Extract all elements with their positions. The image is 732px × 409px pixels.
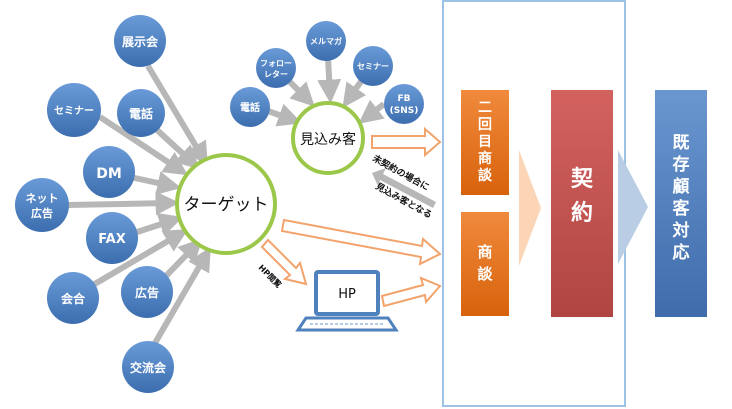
prospect-circle <box>291 101 365 175</box>
existing-char-4: 客 <box>672 198 691 219</box>
second-meeting-char-5: 談 <box>478 167 493 184</box>
node-dm-label: DM <box>96 166 122 182</box>
arrow-followers <box>287 79 315 107</box>
existing-char-2: 存 <box>673 154 690 175</box>
target-circle <box>175 153 277 255</box>
arrow-fax <box>133 213 184 236</box>
node-followers-label-1: フォロー <box>260 59 292 68</box>
node-net-ad <box>15 178 69 232</box>
source-nodes: 展示会 セミナー 電話 DM ネット 広告 FAX 会合 広告 交流会 <box>15 15 174 393</box>
second-meeting-char-3: 目 <box>478 134 492 150</box>
existing-char-5: 対 <box>672 220 690 241</box>
second-meeting-char-4: 商 <box>478 150 492 167</box>
arrow-net-ad <box>67 191 180 216</box>
arrow-mailmag <box>317 57 342 104</box>
arrow-meeting <box>91 229 189 288</box>
arrow-fb <box>358 99 386 124</box>
arrow-phone <box>154 127 201 170</box>
feedback-arrow <box>372 168 436 208</box>
node-phone <box>117 89 165 137</box>
second-meeting-label: 二 回 目 商 談 <box>478 100 493 184</box>
contract-char-1: 契 <box>570 167 594 192</box>
node-mailmag-label: メルマガ <box>310 36 342 46</box>
existing-char-6: 応 <box>673 242 690 263</box>
contract-box <box>551 90 613 317</box>
node-net-ad-label-2: 広告 <box>31 206 53 220</box>
node-phone2-label: 電話 <box>240 101 260 114</box>
second-meeting-box <box>461 90 509 195</box>
arrow-target-to-panel <box>280 218 442 266</box>
node-meeting-label: 会合 <box>61 291 86 306</box>
node-seminar <box>47 83 101 137</box>
node-seminar-label: セミナー <box>54 105 94 117</box>
arrow-phone2 <box>266 103 303 127</box>
node-followers <box>256 48 296 88</box>
contract-char-2: 約 <box>571 200 593 226</box>
hp-browse-label: HP閲覧 <box>257 262 284 289</box>
node-exhibition-label: 展示会 <box>122 34 159 49</box>
node-meeting <box>47 272 99 324</box>
existing-customer-box <box>655 90 707 317</box>
second-meeting-char-1: 二 <box>478 100 492 116</box>
chevron-to-existing <box>618 150 648 264</box>
hollow-arrows <box>260 126 442 308</box>
arrow-seminar2 <box>342 78 367 108</box>
meeting-box <box>461 212 509 316</box>
node-phone2 <box>230 87 270 127</box>
meeting-char-2: 談 <box>477 265 493 283</box>
arrow-exhibition <box>145 64 208 167</box>
node-dm <box>83 146 135 198</box>
node-seminar2-label: セミナー <box>357 62 389 71</box>
existing-char-3: 顧 <box>673 176 690 197</box>
arrow-hp-to-panel <box>380 276 442 308</box>
existing-customer-label: 既 存 顧 客 対 応 <box>672 133 691 263</box>
node-social-event-label: 交流会 <box>130 360 167 375</box>
node-fb-label-1: FB <box>397 94 410 104</box>
node-social-event <box>122 341 174 393</box>
arrow-advertisement <box>162 238 203 280</box>
arrow-social-event <box>152 246 211 345</box>
node-fb-label-2: (SNS) <box>390 106 419 116</box>
arrow-dm <box>129 171 182 195</box>
target-label: ターゲット <box>184 195 269 215</box>
prospect-label: 見込み客 <box>300 131 356 148</box>
node-fax <box>86 212 138 264</box>
node-exhibition <box>114 15 166 67</box>
node-net-ad-label-1: ネット <box>26 192 59 205</box>
node-advertisement <box>121 266 173 318</box>
hp-label: HP <box>338 287 356 302</box>
laptop-icon: HP <box>295 270 399 332</box>
chevron-to-contract <box>519 150 541 266</box>
arrow-target-to-hp <box>260 238 308 286</box>
node-phone-label: 電話 <box>129 106 153 121</box>
arrow-seminar <box>98 114 189 176</box>
second-meeting-char-2: 回 <box>478 117 492 133</box>
existing-char-1: 既 <box>673 133 690 153</box>
meeting-char-1: 商 <box>477 243 492 261</box>
arrow-prospect-to-panel <box>371 126 442 158</box>
source-arrows <box>67 57 386 345</box>
node-fb <box>384 84 424 124</box>
node-seminar2 <box>353 46 393 86</box>
node-fax-label: FAX <box>98 232 125 247</box>
node-followers-label-2: レター <box>264 69 288 79</box>
prospect-source-nodes: フォロー レター メルマガ セミナー FB (SNS) 電話 <box>230 21 424 127</box>
node-mailmag <box>306 21 346 61</box>
node-advertisement-label: 広告 <box>135 285 159 300</box>
